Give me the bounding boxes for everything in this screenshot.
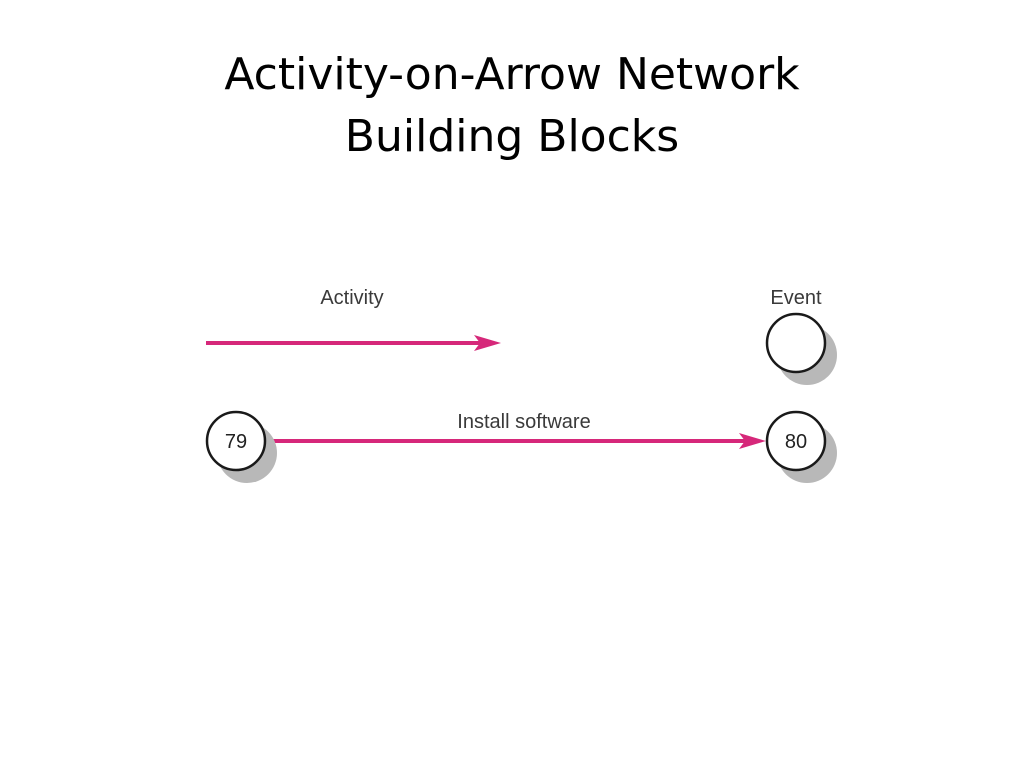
event-legend-label: Event (770, 287, 822, 309)
event-node-79: 79 (205, 410, 277, 483)
activity-legend-arrow (206, 335, 501, 351)
title-line-1: Activity-on-Arrow Network (224, 49, 800, 100)
event-node-80: 80 (765, 410, 837, 483)
install-software-label: Install software (457, 411, 590, 433)
install-software-arrow (265, 433, 766, 449)
event-node-80-number: 80 (785, 431, 807, 453)
slide-title: Activity-on-Arrow Network Building Block… (0, 44, 1024, 168)
event-legend-node (765, 312, 837, 385)
activity-legend-label: Activity (320, 287, 383, 309)
title-line-2: Building Blocks (344, 111, 680, 162)
event-node-79-number: 79 (225, 431, 247, 453)
